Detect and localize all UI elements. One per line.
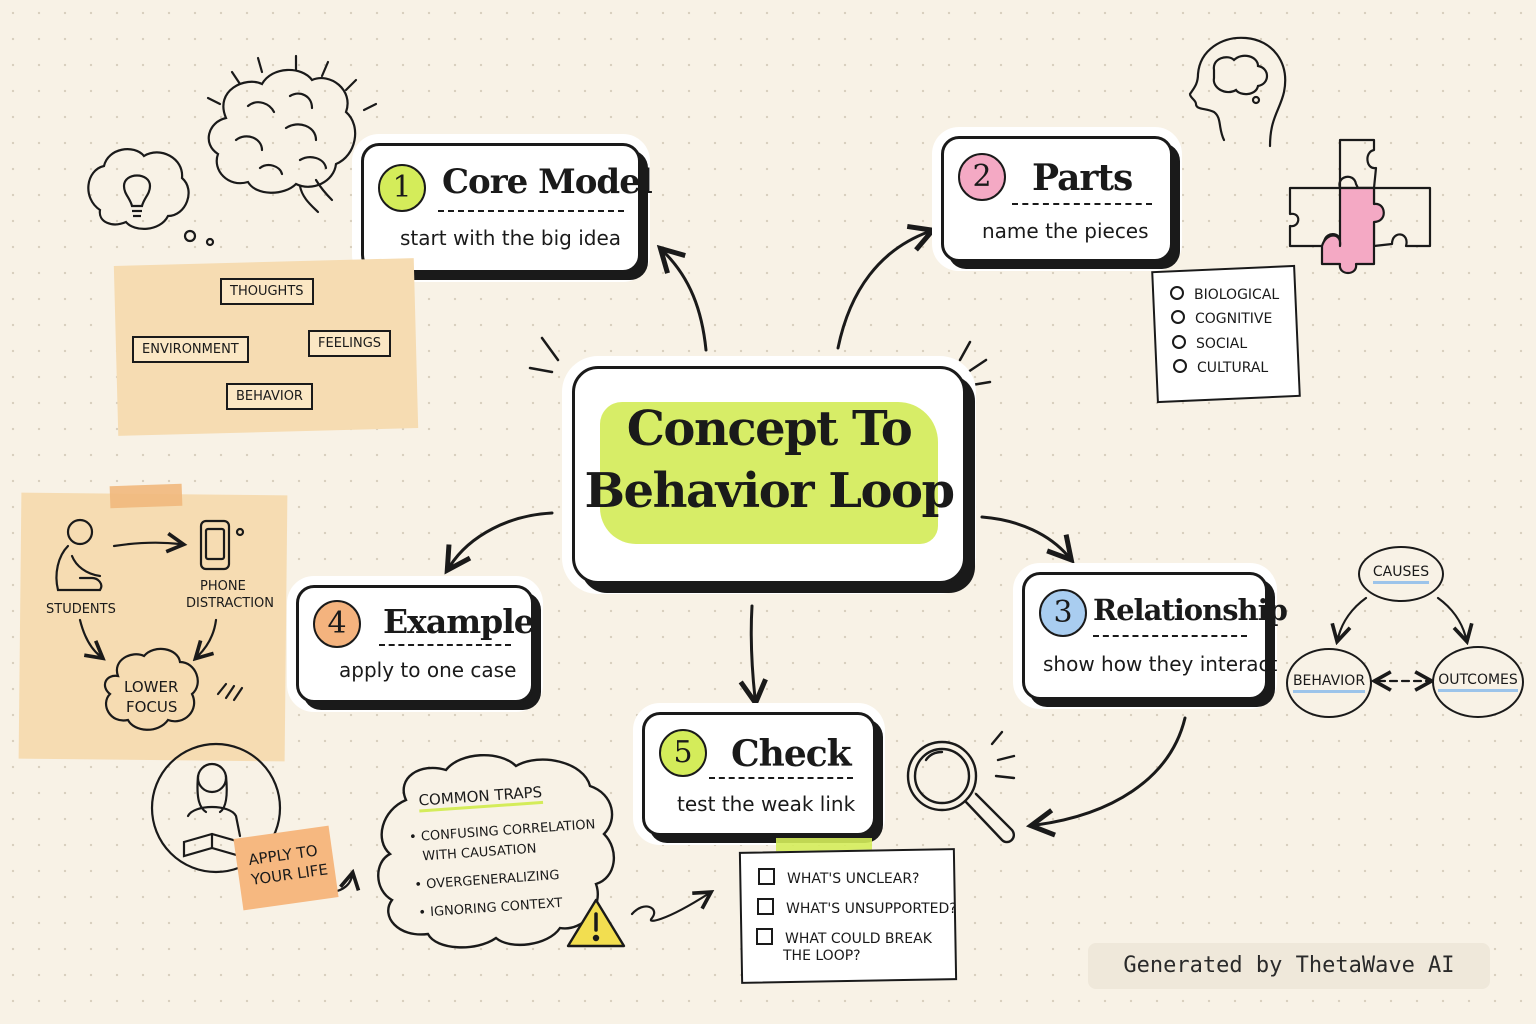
step-4-subtitle: apply to one case <box>339 658 517 682</box>
traps-content: COMMON TRAPS • CONFUSING CORRELATION WIT… <box>409 778 612 921</box>
arrow-to-parts <box>836 232 928 350</box>
arrow-to-relationship <box>980 515 1068 556</box>
student-icon <box>55 518 103 592</box>
parts-item-social: SOCIAL <box>1172 335 1247 352</box>
step-relationship-card: 3 Relationship show how they interact <box>1022 572 1288 700</box>
check-item-3-line2: THE LOOP? <box>783 948 861 964</box>
parts-item-biological: BIOLOGICAL <box>1170 286 1279 303</box>
cycle-environment-label: ENVIRONMENT <box>132 336 249 363</box>
trap-item-2: • OVERGENERALIZING <box>414 867 560 894</box>
step-core-model-card: 1 Core Model start with the big idea <box>361 143 653 273</box>
example-lower-focus-1: LOWER <box>124 678 179 696</box>
step-3-subtitle: show how they interact <box>1043 652 1278 676</box>
brain-rays <box>206 54 378 112</box>
parts-item-cultural: CULTURAL <box>1173 359 1268 376</box>
brain-icon <box>207 68 357 214</box>
step-1-subtitle: start with the big idea <box>400 226 622 250</box>
step-check-card: 5 Check test the weak link <box>642 712 876 836</box>
step-2-title: Parts <box>1032 157 1133 199</box>
footer-watermark: Generated by ThetaWave AI <box>1088 943 1490 989</box>
central-highlight <box>600 402 938 544</box>
thinking-head-icon <box>1188 36 1287 148</box>
trap-item-1-line2: WITH CAUSATION <box>422 841 537 865</box>
phone-icon <box>199 519 245 571</box>
arrow-to-core-model <box>664 252 708 352</box>
magnifier-icon <box>906 730 1016 844</box>
arrow-relationship-to-check <box>1036 716 1187 825</box>
cycle-behavior-label: BEHAVIOR <box>226 383 313 410</box>
apply-sticky-note: APPLY TO YOUR LIFE <box>233 825 339 911</box>
step-5-title: Check <box>731 733 852 775</box>
tape <box>109 483 183 509</box>
puzzle-icon <box>1288 138 1432 275</box>
rel-causes-node: CAUSES <box>1358 546 1444 602</box>
central-title-line2: Behavior Loop <box>584 463 955 519</box>
step-1-title: Core Model <box>442 162 653 202</box>
check-item-1: WHAT'S UNCLEAR? <box>758 868 919 887</box>
central-title-line1: Concept To <box>626 401 913 457</box>
arrow-to-check <box>751 604 755 698</box>
rel-outcomes-node: OUTCOMES <box>1432 646 1524 718</box>
example-sticky-note <box>18 492 288 762</box>
cycle-thoughts-label: THOUGHTS <box>220 278 314 305</box>
step-5-subtitle: test the weak link <box>677 792 856 816</box>
example-lower-focus-2: FOCUS <box>126 698 178 716</box>
step-5-badge: 5 <box>659 729 707 777</box>
traps-heading: COMMON TRAPS <box>417 782 543 813</box>
step-2-subtitle: name the pieces <box>982 219 1149 243</box>
cycle-feelings-label: FEELINGS <box>308 330 392 357</box>
step-example-card: 4 Example apply to one case <box>296 585 535 703</box>
check-item-3: WHAT COULD BREAK <box>756 928 932 947</box>
trap-item-3: • IGNORING CONTEXT <box>417 895 563 921</box>
step-1-badge: 1 <box>378 164 426 212</box>
arrow-to-example <box>450 511 554 566</box>
step-2-badge: 2 <box>958 153 1006 201</box>
example-phone-label-1: PHONE <box>200 579 246 594</box>
step-4-badge: 4 <box>313 600 361 648</box>
step-parts-card: 2 Parts name the pieces <box>941 136 1173 262</box>
warning-icon <box>566 898 626 948</box>
lightbulb-thought-icon <box>87 148 215 247</box>
example-students-label: STUDENTS <box>46 602 116 617</box>
trap-item-1-line1: • CONFUSING CORRELATION <box>408 817 596 846</box>
check-item-2: WHAT'S UNSUPPORTED? <box>757 898 957 917</box>
step-3-badge: 3 <box>1039 589 1087 637</box>
example-phone-label-2: DISTRACTION <box>186 596 275 611</box>
parts-item-cognitive: COGNITIVE <box>1171 310 1272 327</box>
step-4-title: Example <box>383 602 535 641</box>
step-3-title: Relationship <box>1093 593 1288 627</box>
rel-behavior-node: BEHAVIOR <box>1286 648 1372 718</box>
central-title: Concept To Behavior Loop <box>572 398 966 522</box>
